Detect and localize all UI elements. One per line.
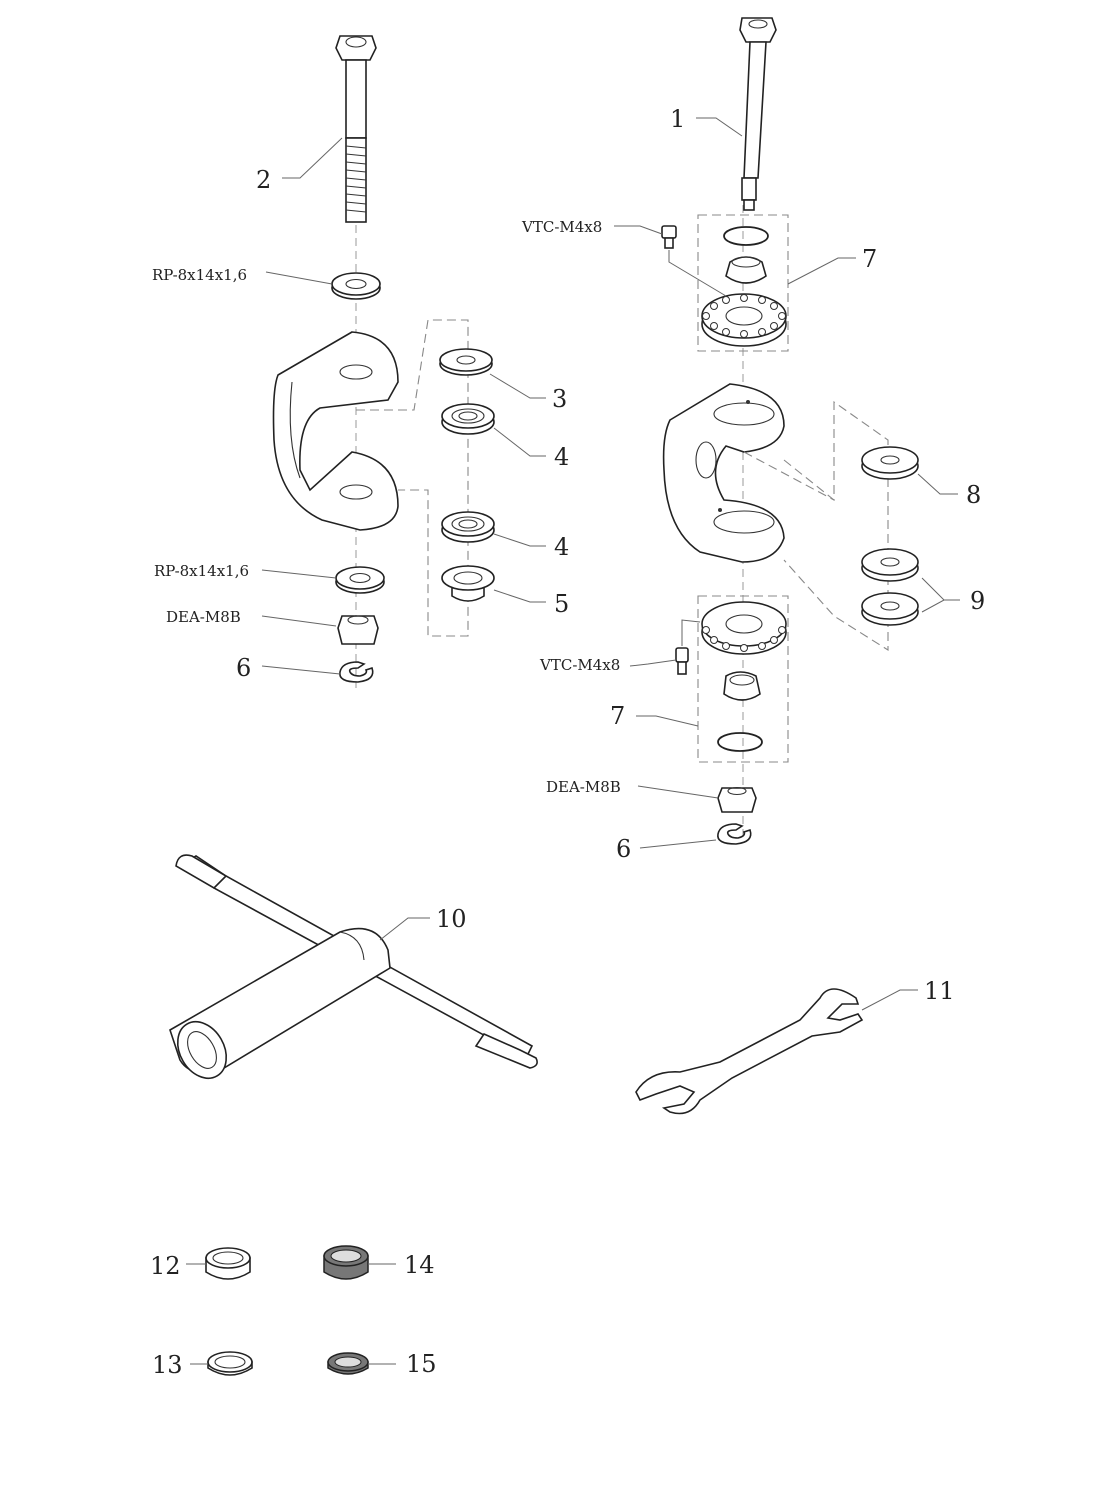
code-screw-top: VTC-M4x8 (521, 218, 602, 236)
callout-2: 2 (256, 166, 271, 194)
callout-10: 10 (436, 905, 467, 933)
ball-joint-top (725, 256, 767, 284)
bracket-right (662, 383, 785, 563)
callout-6-right: 6 (616, 835, 631, 863)
code-nut-right: DEA-M8B (546, 778, 621, 796)
clip-part-6-right (717, 823, 752, 845)
callout-8: 8 (966, 481, 981, 509)
callout-12: 12 (150, 1252, 181, 1280)
screw-vtc-bottom (675, 647, 689, 675)
bearing-part-4-lower (441, 511, 495, 543)
callout-labels: 2 1 3 4 4 5 6 6 7 7 8 9 10 11 12 14 13 1… (150, 105, 985, 1379)
t-wrench-part-10 (169, 854, 538, 1080)
circlip-top (723, 226, 769, 246)
code-screw-bottom: VTC-M4x8 (539, 656, 620, 674)
bushing-part-5 (441, 565, 495, 602)
washer-part-8 (861, 446, 919, 480)
callout-13: 13 (152, 1351, 183, 1379)
code-washer-top: RP-8x14x1,6 (152, 266, 247, 284)
leader-lines (186, 117, 960, 1365)
right-assembly (661, 17, 919, 845)
callout-4-lower: 4 (554, 533, 569, 561)
washer-part-9-lower (861, 592, 919, 626)
callout-4-upper: 4 (554, 443, 569, 471)
ring-part-13 (207, 1351, 253, 1376)
bearing-part-4-upper (441, 403, 495, 435)
nut-dea-right (717, 786, 757, 813)
nut-dea-left (337, 615, 379, 645)
washer-part-9-upper (861, 548, 919, 582)
bracket-left (272, 331, 399, 531)
bearing-plate-top (701, 293, 787, 347)
ring-part-12 (205, 1247, 251, 1280)
callout-7-top: 7 (862, 245, 877, 273)
callout-9: 9 (970, 587, 985, 615)
code-washer-bottom: RP-8x14x1,6 (154, 562, 249, 580)
ring-part-14 (323, 1245, 369, 1280)
left-assembly (272, 35, 495, 690)
callout-7-bottom: 7 (610, 702, 625, 730)
spanner-part-11 (635, 988, 864, 1115)
callout-6-left: 6 (236, 654, 251, 682)
callout-15: 15 (406, 1350, 437, 1378)
ball-joint-bottom (723, 671, 761, 701)
bearing-plate-bottom (701, 601, 787, 655)
washer-rp-bottom (335, 566, 385, 594)
screw-vtc-top (661, 225, 677, 249)
circlip-bottom (717, 732, 763, 752)
code-nut-left: DEA-M8B (166, 608, 241, 626)
callout-14: 14 (404, 1251, 435, 1279)
ring-part-15 (327, 1352, 369, 1375)
washer-rp-top (331, 272, 381, 300)
bolt-part-2 (335, 35, 377, 223)
callout-5: 5 (554, 590, 569, 618)
callout-3: 3 (552, 385, 567, 413)
callout-1: 1 (670, 105, 685, 133)
bolt-part-1 (739, 17, 777, 211)
washer-part-3 (439, 348, 493, 376)
clip-part-6-left (339, 661, 374, 683)
callout-11: 11 (924, 977, 955, 1005)
